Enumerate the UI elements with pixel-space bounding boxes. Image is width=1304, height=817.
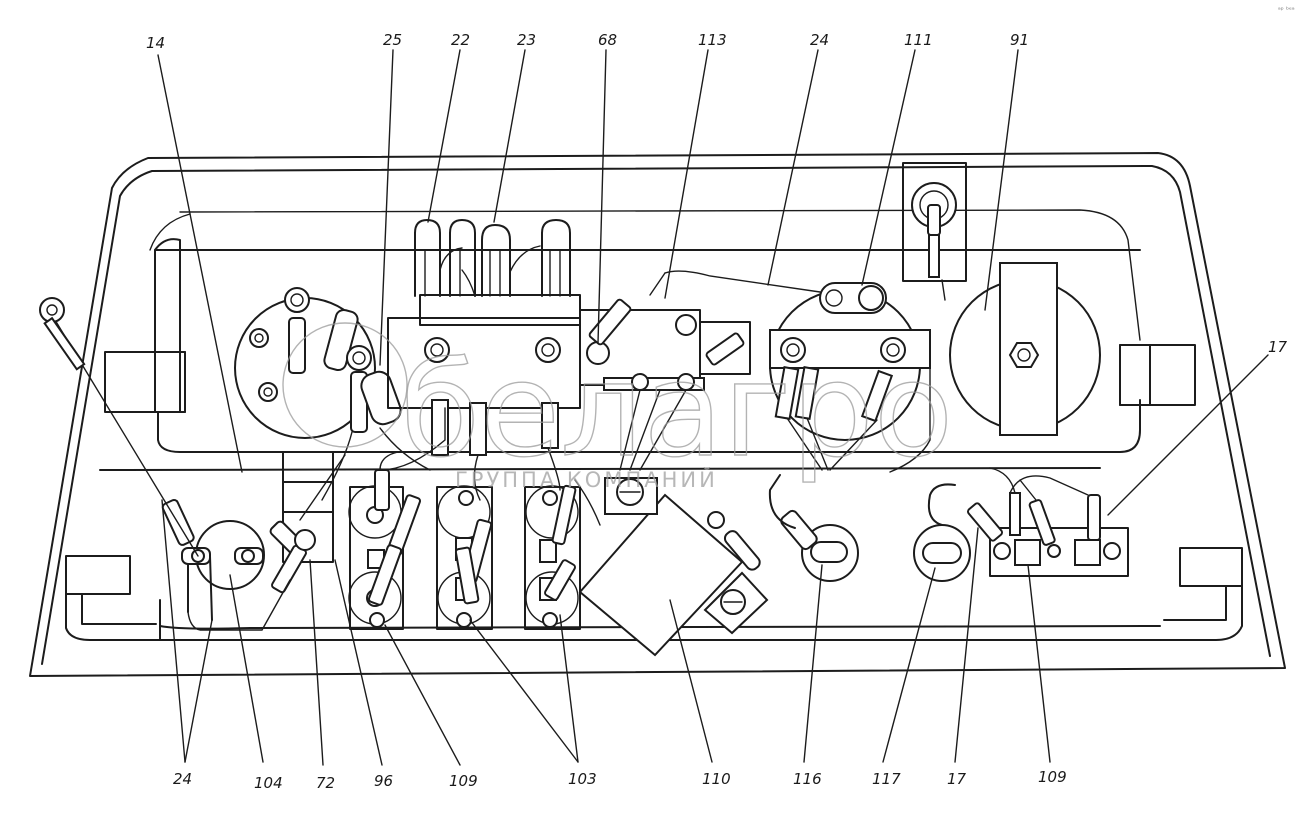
label-14: 14	[146, 34, 165, 52]
lamp-116	[768, 474, 859, 582]
label-116: 116	[793, 770, 822, 788]
lamp-117	[913, 483, 971, 582]
corner-mark: ᵃᵖ ᵇᵉᵃ	[1278, 6, 1295, 14]
label-117: 117	[872, 770, 901, 788]
ignition-switch	[902, 162, 967, 282]
wiring	[187, 245, 1089, 631]
fuse-block	[387, 219, 581, 456]
label-110: 110	[702, 770, 731, 788]
label-72: 72	[316, 774, 335, 792]
watermark-subtitle: ГРУППА КОМПАНИЙ	[455, 467, 718, 492]
label-91: 91	[1010, 31, 1029, 49]
callout-labels: 14 25 22 23 68 113 24 111 91 17 24 104 7…	[146, 6, 1295, 792]
label-24-top: 24	[810, 31, 829, 49]
ground-strap-handle	[39, 297, 86, 371]
right-gauge	[949, 262, 1101, 436]
label-113: 113	[698, 31, 727, 49]
unit-110	[578, 477, 769, 657]
watermark-brand: белагро	[400, 334, 953, 486]
center-gauge	[769, 282, 931, 441]
connector-blocks	[269, 451, 334, 594]
left-gauge	[234, 287, 402, 439]
right-terminal-block	[967, 492, 1129, 577]
switch-plate-1	[348, 469, 421, 630]
label-68: 68	[598, 31, 617, 49]
panel-housing	[29, 152, 1286, 677]
label-22: 22	[451, 31, 470, 49]
label-24-bottom: 24	[173, 770, 192, 788]
left-lamp	[161, 498, 265, 621]
watermark: белагро ГРУППА КОМПАНИЙ	[282, 322, 954, 492]
label-111: 111	[904, 31, 933, 49]
leader-lines	[51, 49, 1269, 766]
label-17-bottom: 17	[947, 770, 967, 788]
label-109-right: 109	[1038, 768, 1067, 786]
label-96: 96	[374, 772, 393, 790]
label-25: 25	[383, 31, 402, 49]
relay-unit	[579, 298, 751, 391]
label-103: 103	[568, 770, 597, 788]
label-17-right: 17	[1268, 338, 1288, 356]
switch-plate-2	[436, 485, 493, 630]
label-23: 23	[517, 31, 536, 49]
label-109-left: 109	[449, 772, 478, 790]
label-104: 104	[254, 774, 283, 792]
switch-plate-3	[524, 484, 581, 630]
